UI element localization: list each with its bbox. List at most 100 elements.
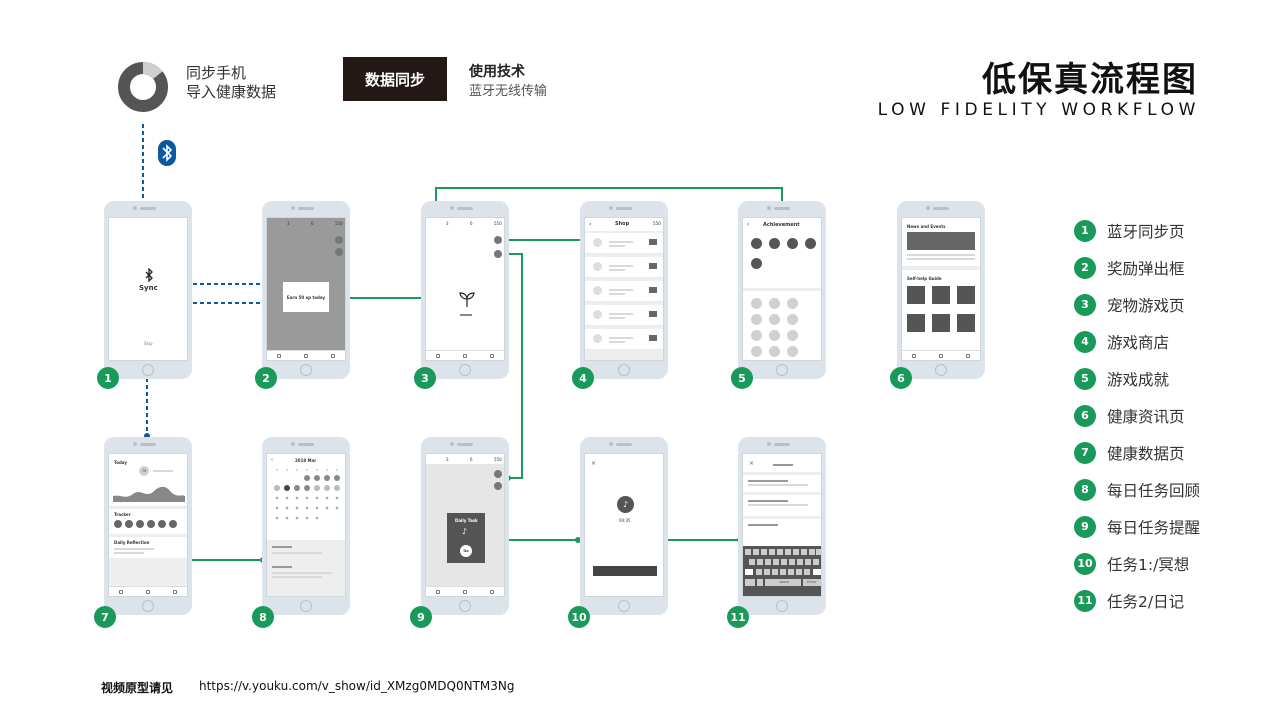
screen-4-game-shop[interactable]: ‹ Shop 550 [580, 201, 668, 379]
screen-8-daily-review[interactable]: ‹ 2018 Mar [262, 437, 350, 615]
calendar-month: 2018 Mar [295, 458, 317, 463]
status-c: 550 [335, 221, 343, 226]
calendar-grid[interactable] [271, 466, 343, 526]
skip-link[interactable]: Skip [144, 341, 153, 346]
reflection-label[interactable]: Daily Reflection [114, 540, 150, 545]
screen-3-pet-game[interactable]: 3 6 550 [421, 201, 509, 379]
back-arrow-icon[interactable]: ‹ [589, 221, 592, 228]
guide-tile[interactable] [932, 314, 950, 332]
screen-7-health-data[interactable]: Today 75 Tracker Daily Reflection [104, 437, 192, 615]
guide-tile[interactable] [907, 286, 925, 304]
coin-count: 550 [653, 221, 661, 226]
achievement-title: Achievement [763, 222, 800, 228]
daily-task-title: Daily Task [455, 518, 478, 523]
link-3-9 [496, 253, 523, 479]
screen-9-daily-task-reminder[interactable]: 3 6 550 Daily Task ♪ Go [421, 437, 509, 615]
bluetooth-icon [158, 140, 176, 166]
tech-info: 使用技术 蓝牙无线传输 [469, 62, 547, 102]
status-c: 550 [494, 457, 502, 462]
guide-tile[interactable] [907, 314, 925, 332]
sync-description: 同步手机 导入健康数据 [186, 64, 276, 102]
tech-detail: 蓝牙无线传输 [469, 84, 548, 99]
page-title: 低保真流程图 [982, 60, 1198, 100]
back-arrow-icon[interactable]: ‹ [747, 221, 750, 228]
meditation-timer: 04:35 [619, 518, 631, 523]
shop-item[interactable] [585, 233, 663, 253]
status-a: 3 [446, 457, 449, 462]
status-c: 550 [494, 221, 502, 226]
step-number-8: 8 [252, 606, 274, 628]
enter-key[interactable]: Enter [807, 580, 817, 584]
tracker-label: Tracker [114, 512, 131, 517]
step-number-9: 9 [410, 606, 432, 628]
tech-title: 使用技术 [469, 64, 525, 80]
finish-button[interactable] [593, 566, 657, 576]
shop-item[interactable] [585, 305, 663, 325]
sync-line-1: 同步手机 [186, 64, 247, 82]
legend-label: 宠物游戏页 [1107, 296, 1185, 315]
close-icon[interactable]: × [749, 460, 755, 467]
step-number-2: 2 [255, 367, 277, 389]
screen-2-reward-popup[interactable]: 3 6 550 Earn 50 xp today [262, 201, 350, 379]
shop-item[interactable] [585, 281, 663, 301]
sync-donut-icon [118, 62, 168, 112]
go-button[interactable]: Go [460, 545, 472, 557]
screen-11-journal[interactable]: × space Enter [738, 437, 826, 615]
status-b: 6 [470, 457, 473, 462]
video-prototype-label: 视频原型请见 [101, 681, 174, 695]
status-a: 3 [446, 221, 449, 226]
shop-item[interactable] [585, 329, 663, 349]
space-key[interactable]: space [779, 580, 790, 584]
guide-tile[interactable] [957, 314, 975, 332]
shop-title: Shop [615, 221, 630, 227]
screen-1-bluetooth-sync[interactable]: Sync Skip [104, 201, 192, 379]
close-icon[interactable]: × [591, 460, 597, 467]
achievement-button[interactable] [494, 250, 502, 258]
legend-label: 游戏成就 [1107, 370, 1170, 389]
news-section-title: News and Events [907, 224, 946, 229]
video-prototype-link[interactable]: https://v.youku.com/v_show/id_XMzg0MDQ0N… [199, 679, 515, 693]
legend-label: 任务1:/冥想 [1107, 555, 1190, 574]
music-note-icon: ♪ [462, 527, 468, 536]
shop-item[interactable] [585, 257, 663, 277]
sync-label: Sync [139, 284, 158, 292]
page-subtitle: LOW FIDELITY WORKFLOW [877, 100, 1200, 120]
bluetooth-icon [145, 268, 153, 282]
step-number-6: 6 [890, 367, 912, 389]
guide-tile[interactable] [932, 286, 950, 304]
sync-line-2: 导入健康数据 [186, 83, 277, 101]
step-number-4: 4 [572, 367, 594, 389]
daily-task-card[interactable]: Daily Task ♪ Go [447, 513, 485, 563]
status-a: 3 [287, 221, 290, 226]
shop-button[interactable] [494, 236, 502, 244]
legend-label: 蓝牙同步页 [1107, 222, 1185, 241]
back-arrow-icon[interactable]: ‹ [271, 457, 273, 463]
sprout-icon [459, 292, 475, 307]
legend-label: 健康数据页 [1107, 444, 1185, 463]
legend-label: 任务2/日记 [1107, 592, 1185, 611]
news-banner[interactable] [907, 232, 975, 250]
step-number-3: 3 [414, 367, 436, 389]
step-number-1: 1 [97, 367, 119, 389]
reward-popup[interactable]: Earn 50 xp today [283, 282, 329, 312]
guide-tile[interactable] [957, 286, 975, 304]
screen-6-health-news[interactable]: News and Events Self-help Guide [897, 201, 985, 379]
score-value: 75 [141, 469, 147, 473]
legend-label: 游戏商店 [1107, 333, 1170, 352]
step-number-7: 7 [94, 606, 116, 628]
legend-label: 健康资讯页 [1107, 407, 1185, 426]
music-note-icon[interactable]: ♪ [617, 496, 634, 513]
screen-10-meditation[interactable]: × ♪ 04:35 [580, 437, 668, 615]
step-number-10: 10 [568, 606, 590, 628]
screen-5-achievement[interactable]: ‹ Achievement [738, 201, 826, 379]
keyboard[interactable]: space Enter [743, 546, 821, 596]
legend-label: 奖励弹出框 [1107, 259, 1185, 278]
